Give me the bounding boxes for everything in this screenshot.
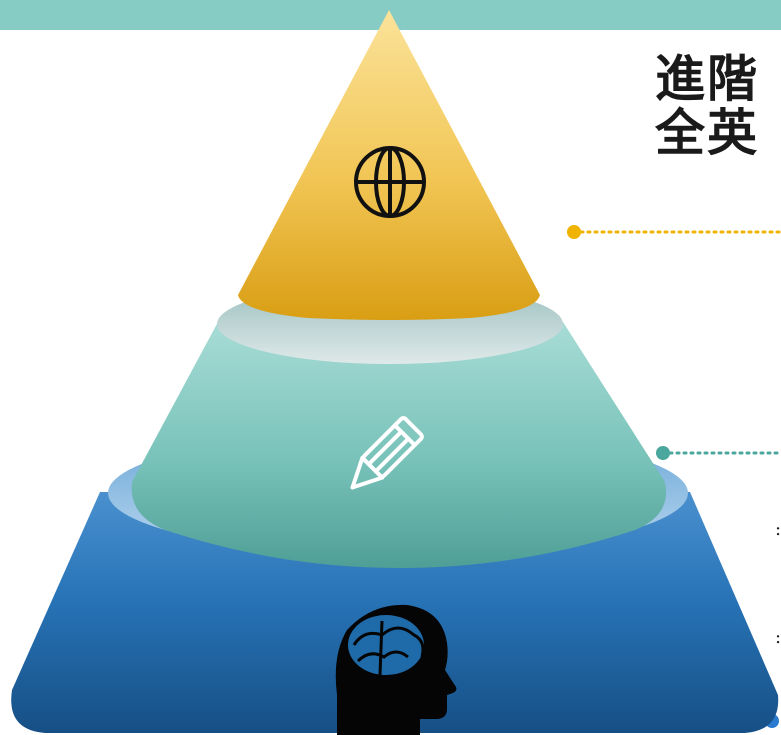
right-text-fragment: : (775, 520, 781, 540)
connector-middle (656, 446, 781, 460)
page-title: 進階 全英 (655, 52, 759, 160)
globe-icon (354, 146, 426, 218)
pyramid-level-middle (131, 284, 667, 568)
title-line-1: 進階 (655, 49, 759, 108)
connector-top (567, 225, 781, 239)
brain-head-icon (335, 604, 457, 735)
pencil-icon (350, 416, 424, 490)
title-line-2: 全英 (655, 103, 759, 162)
right-text-fragment: : (775, 628, 781, 648)
